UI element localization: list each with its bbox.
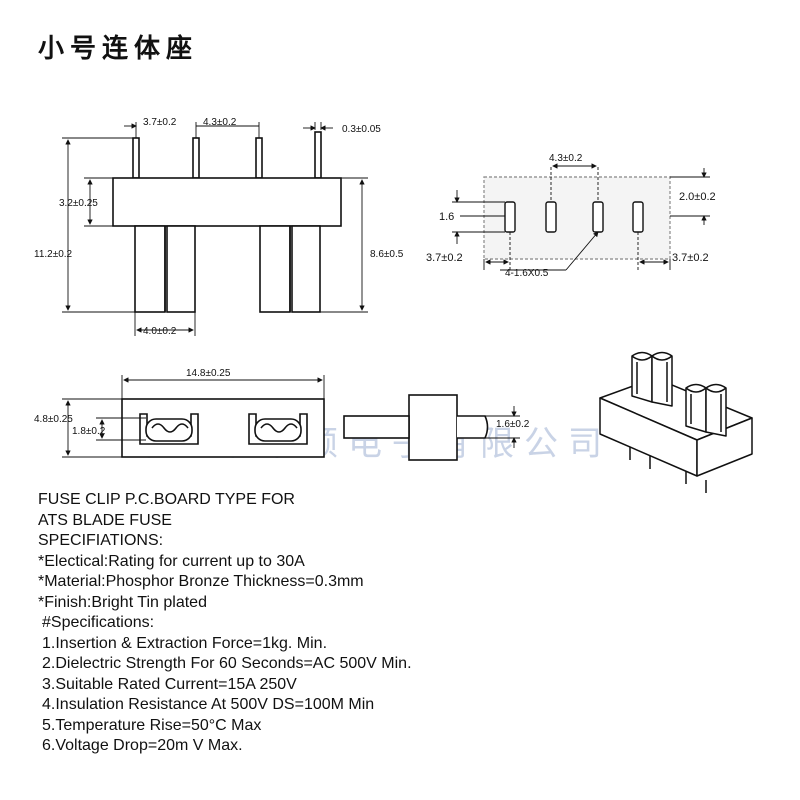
spec-item: 5.Temperature Rise=50°C Max [42, 716, 262, 734]
spec-item: 4.Insulation Resistance At 500V DS=100M … [42, 696, 375, 713]
dim-body-height: 3.2±0.25 [59, 198, 98, 209]
dim-slot: 1.6 [439, 211, 454, 223]
side-view-dimensions [62, 375, 325, 458]
dim-base-height: 4.8±0.25 [34, 414, 73, 425]
isometric-view [599, 351, 753, 493]
spec-item: 6.Voltage Drop=20m V Max. [42, 737, 243, 754]
dim-left-margin: 3.7±0.2 [426, 252, 463, 264]
spec-sub-label: #Specifications: [42, 614, 155, 631]
dim-clip-height: 8.6±0.5 [370, 249, 404, 260]
dim-side-pin: 1.6±0.2 [496, 419, 530, 430]
footprint-dimensions [452, 163, 710, 271]
dim-pin-spacing-a: 3.7±0.2 [143, 117, 177, 128]
spec-electrical: *Electical:Rating for current up to 30A [38, 552, 305, 570]
dim-overall-height: 11.2±0.2 [34, 249, 73, 260]
end-view [343, 394, 489, 461]
dim-top-height: 2.0±0.2 [679, 191, 716, 203]
spec-heading-2: ATS BLADE FUSE [38, 511, 172, 529]
end-view-dimensions [485, 406, 520, 448]
spec-item: 1.Insertion & Extraction Force=1kg. Min. [42, 634, 328, 652]
side-view [121, 398, 325, 458]
spec-material: *Material:Phosphor Bronze Thickness=0.3m… [38, 573, 364, 590]
spec-item: 2.Dielectric Strength For 60 Seconds=AC … [42, 655, 412, 672]
spec-item: 3.Suitable Rated Current=15A 250V [42, 675, 297, 693]
dim-holes: 4-1.6X0.5 [505, 268, 549, 279]
dim-length: 14.8±0.25 [186, 368, 231, 379]
dim-thickness: 0.3±0.05 [342, 124, 381, 135]
front-view [112, 131, 342, 313]
dim-opening: 1.8±0.2 [72, 426, 106, 437]
spec-heading-1: FUSE CLIP P.C.BOARD TYPE FOR [38, 491, 295, 508]
dim-clip-width: 4.0±0.2 [143, 326, 177, 337]
dim-right-margin: 3.7±0.2 [672, 252, 709, 264]
footprint-view [483, 176, 671, 260]
specifications-block: FUSE CLIP P.C.BOARD TYPE FOR ATS BLADE F… [38, 490, 412, 757]
page-title: 小号连体座 [38, 34, 199, 64]
front-view-dimensions [62, 122, 368, 336]
spec-label: SPECIFIATIONS: [38, 532, 164, 549]
spec-finish: *Finish:Bright Tin plated [38, 593, 207, 611]
dim-pin-spacing-b: 4.3±0.2 [203, 117, 237, 128]
dim-top-spacing: 4.3±0.2 [549, 153, 583, 164]
